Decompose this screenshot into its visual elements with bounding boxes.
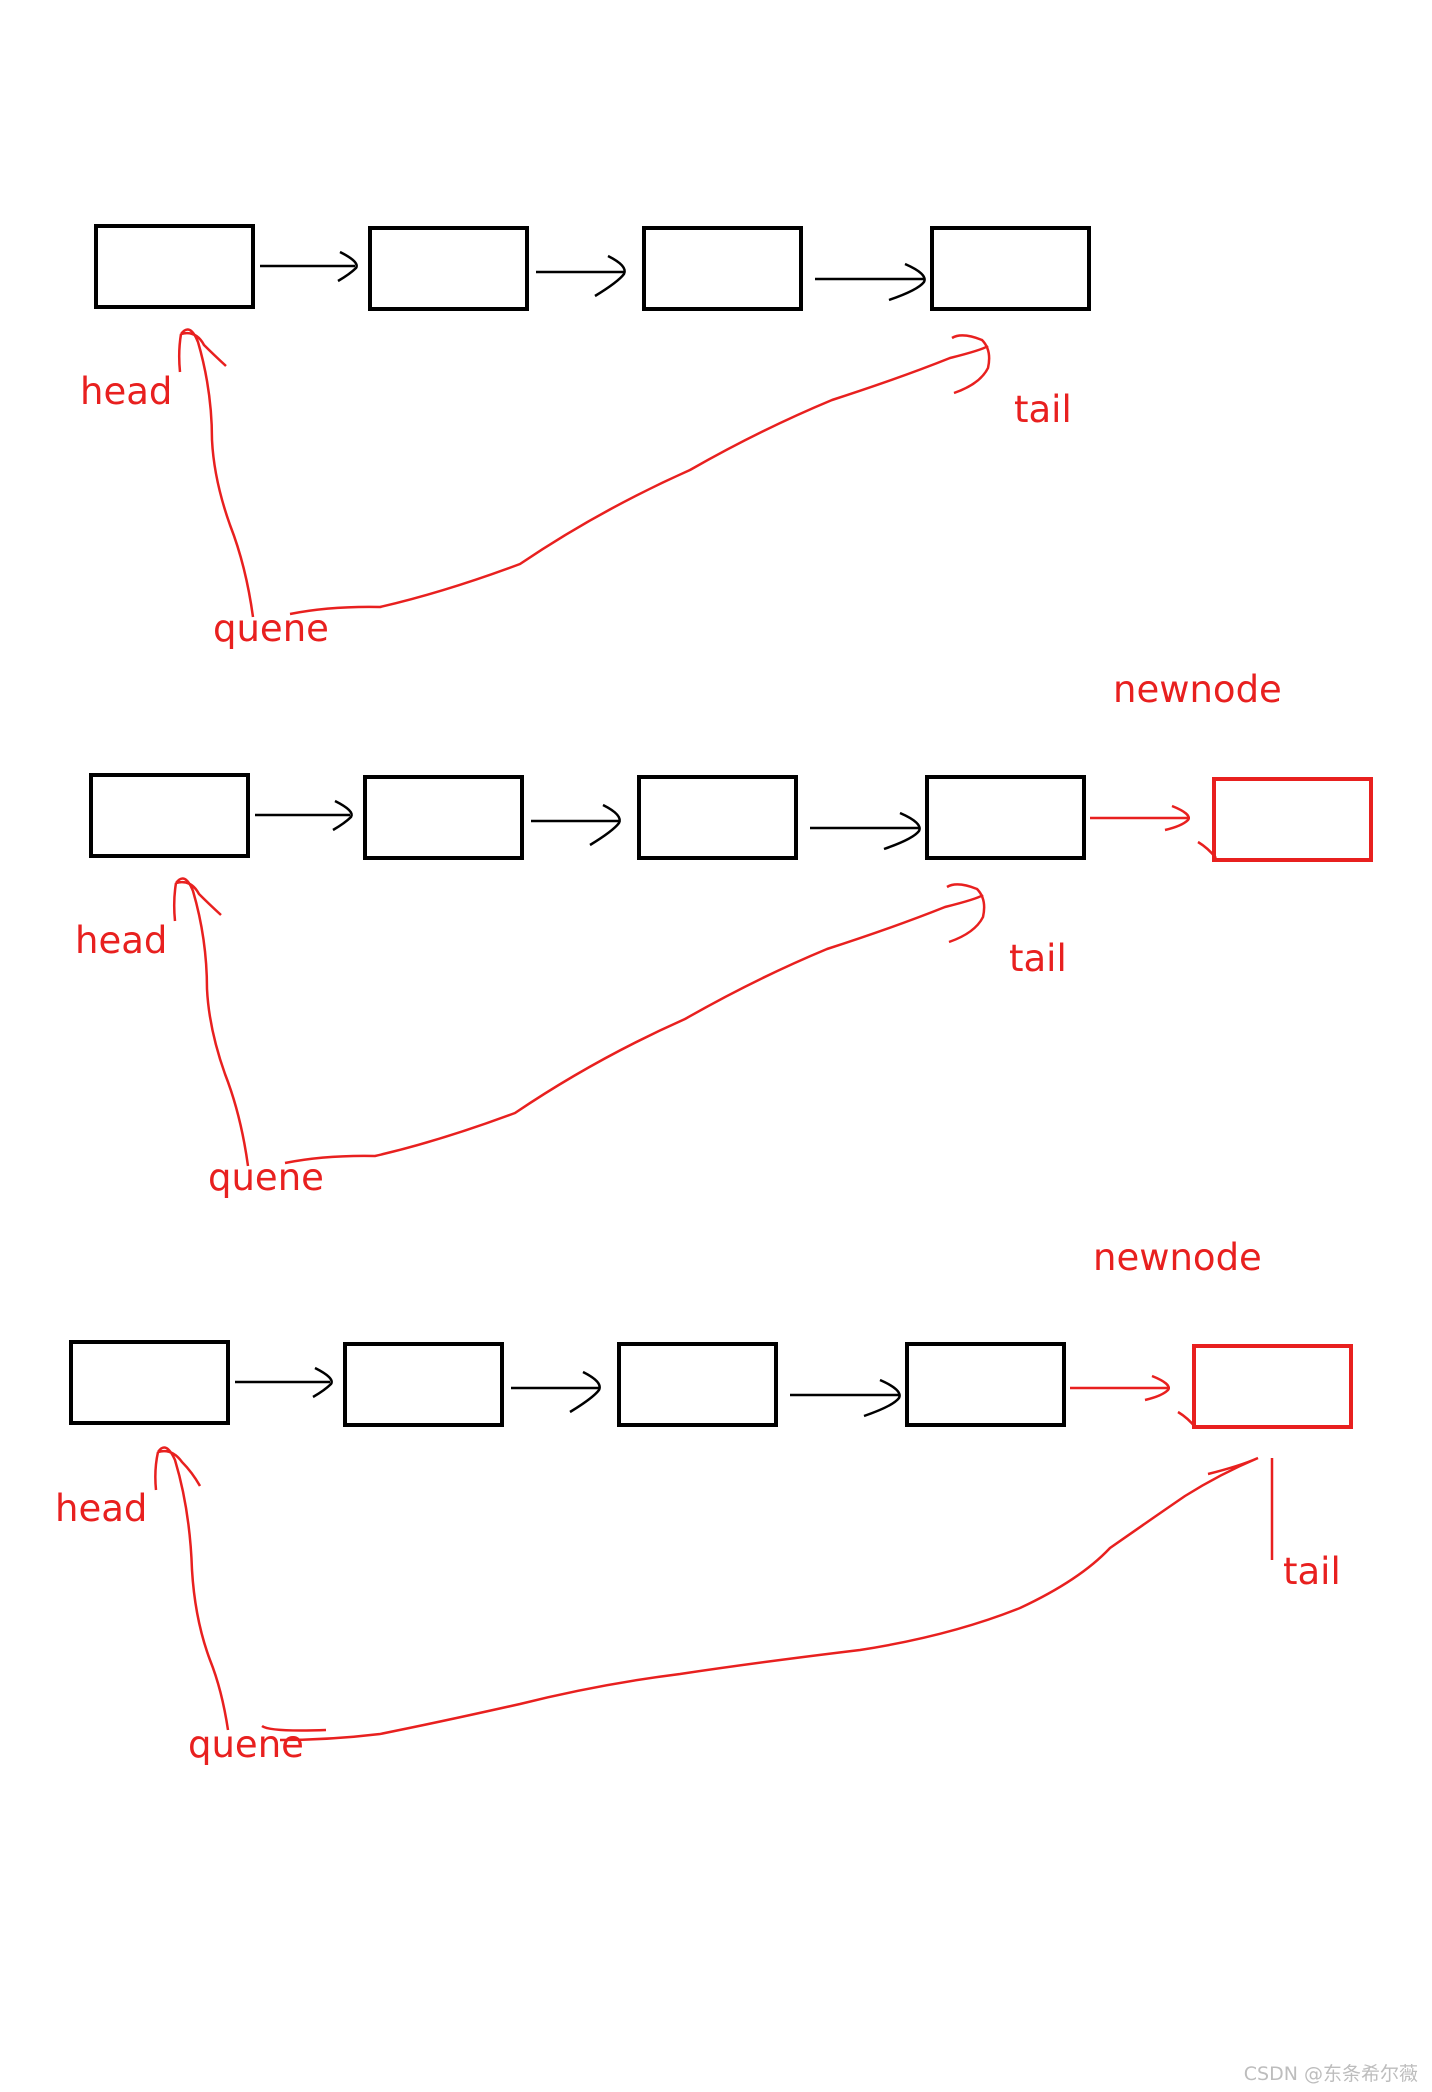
new-node	[1212, 777, 1373, 862]
next-arrow-1	[260, 250, 358, 283]
tail-label: tail	[1014, 388, 1072, 431]
node-2	[343, 1342, 504, 1427]
tail-pointer	[261, 1456, 1274, 1742]
tail-pointer	[289, 334, 991, 616]
queue-label: quene	[213, 607, 329, 650]
node-3	[637, 775, 798, 860]
queue-label: quene	[188, 1723, 304, 1766]
diagram-2-new-node-linked: newnode head tail quene	[75, 668, 1373, 1199]
queue-label: quene	[208, 1156, 324, 1199]
new-next-arrow	[1090, 804, 1217, 859]
newnode-label: newnode	[1093, 1236, 1262, 1279]
head-label: head	[80, 370, 172, 413]
node-3	[642, 226, 803, 311]
tail-label: tail	[1283, 1550, 1341, 1593]
new-node	[1192, 1344, 1353, 1429]
tail-pointer	[284, 883, 986, 1165]
node-4	[925, 775, 1086, 860]
node-1	[89, 773, 250, 858]
next-arrow-3	[815, 262, 926, 302]
head-label: head	[55, 1487, 147, 1530]
node-2	[363, 775, 524, 860]
node-4	[905, 1342, 1066, 1427]
next-arrow-1	[235, 1366, 333, 1399]
head-label: head	[75, 919, 167, 962]
node-1	[69, 1340, 230, 1425]
next-arrow-2	[536, 254, 626, 298]
head-pointer	[177, 328, 255, 618]
diagram-1-initial-queue: head tail quene	[80, 224, 1091, 650]
newnode-label: newnode	[1113, 668, 1282, 711]
node-3	[617, 1342, 778, 1427]
next-arrow-2	[531, 803, 621, 847]
head-pointer	[154, 1446, 230, 1731]
next-arrow-2	[511, 1370, 601, 1414]
node-1	[94, 224, 255, 309]
node-4	[930, 226, 1091, 311]
node-2	[368, 226, 529, 311]
next-arrow-3	[810, 811, 921, 851]
next-arrow-1	[255, 799, 353, 832]
next-arrow-3	[790, 1378, 901, 1418]
new-next-arrow	[1070, 1374, 1197, 1429]
watermark: CSDN @东条希尔薇	[1244, 2063, 1418, 2085]
diagram-3-tail-moved: newnode head tail quene	[55, 1236, 1353, 1766]
tail-label: tail	[1009, 937, 1067, 980]
head-pointer	[172, 877, 250, 1167]
